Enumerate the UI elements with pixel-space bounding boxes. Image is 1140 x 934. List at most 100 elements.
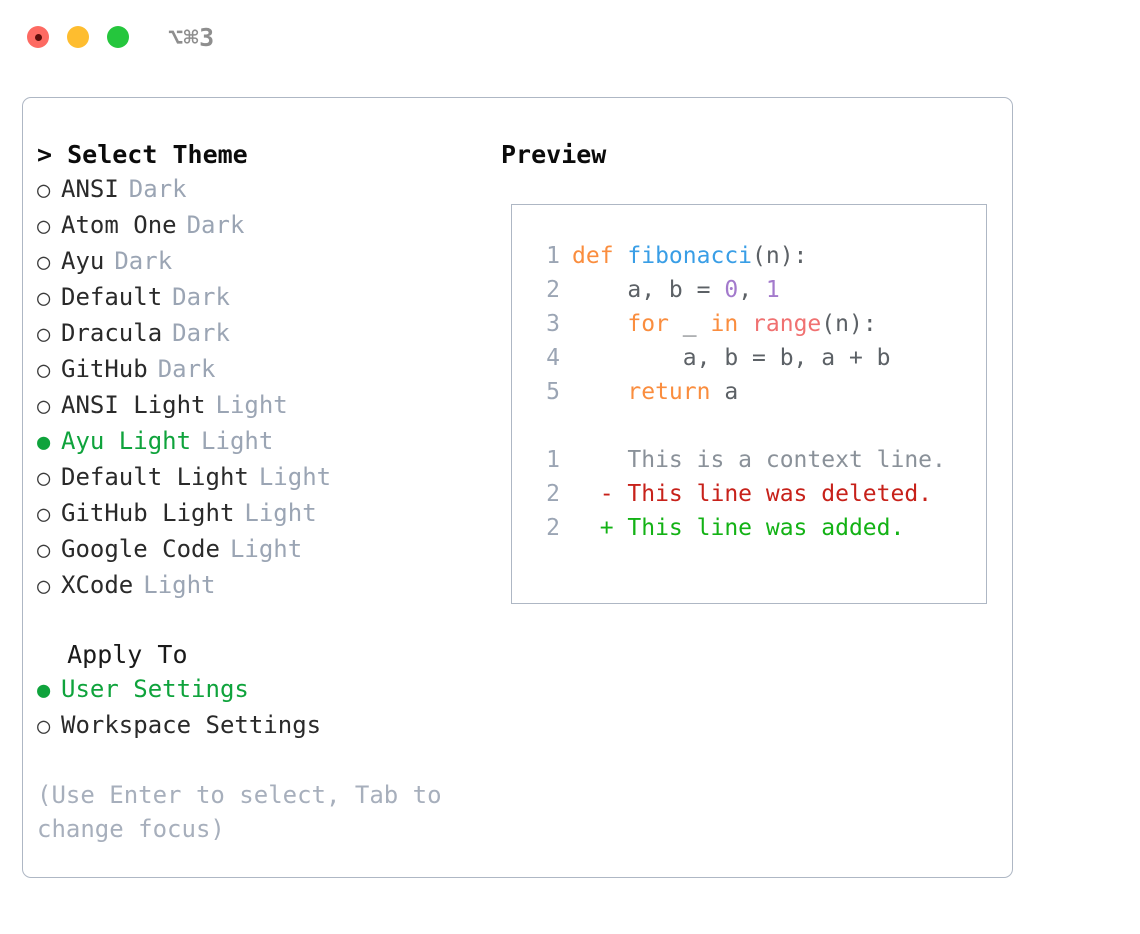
theme-option-2[interactable]: ○ Ayu Dark <box>37 244 477 280</box>
apply-to-option-label: Workspace Settings <box>61 711 322 739</box>
radio-unselected-icon: ○ <box>37 394 51 419</box>
radio-unselected-icon: ○ <box>37 714 51 739</box>
token-call: range <box>752 311 822 337</box>
theme-option-label: Dracula <box>61 319 163 347</box>
theme-option-label: GitHub Light <box>61 499 235 527</box>
theme-option-label: Atom One <box>61 211 177 239</box>
theme-mode-tag: Light <box>229 535 303 563</box>
apply-to-option-1[interactable]: ○ Workspace Settings <box>37 708 477 744</box>
line-number: 1 <box>546 447 560 473</box>
select-theme-header: > Select Theme <box>37 140 248 169</box>
theme-mode-tag: Dark <box>114 247 173 275</box>
diff-text: This is a context line. <box>572 447 946 473</box>
radio-unselected-icon: ○ <box>37 358 51 383</box>
maximize-button[interactable] <box>107 26 129 48</box>
theme-option-7[interactable]: ● Ayu Light Light <box>37 424 477 460</box>
diff-line-add: 2 + This line was added. <box>532 511 946 545</box>
apply-to-option-list[interactable]: ● User Settings ○ Workspace Settings <box>37 672 477 744</box>
token-txt: , <box>738 277 766 303</box>
keyboard-shortcut-label: ⌥⌘3 <box>168 23 215 52</box>
radio-unselected-icon: ○ <box>37 214 51 239</box>
theme-mode-tag: Light <box>143 571 216 599</box>
traffic-lights <box>27 26 129 48</box>
diff-line-ctx: 1 This is a context line. <box>532 443 946 477</box>
code-line-1: 1 def fibonacci(n): <box>532 239 946 273</box>
token-txt: a, b = <box>572 277 725 303</box>
token-txt <box>738 311 752 337</box>
token-kw: in <box>710 311 739 337</box>
theme-option-label: ANSI Light <box>61 391 206 419</box>
apply-to-option-label: User Settings <box>61 675 249 703</box>
apply-to-header: Apply To <box>37 640 188 669</box>
theme-option-1[interactable]: ○ Atom One Dark <box>37 208 477 244</box>
token-punc: (n): <box>752 243 808 269</box>
preview-box: 1 def fibonacci(n): 2 a, b = 0, 1 3 for _ i… <box>511 204 987 604</box>
code-line-3: 3 for _ in range(n): <box>532 307 946 341</box>
token-fn: fibonacci <box>627 243 753 269</box>
line-number: 2 <box>546 481 560 507</box>
token-num: 1 <box>765 277 780 303</box>
theme-option-label: ANSI <box>61 175 119 203</box>
theme-option-label: Ayu <box>61 247 105 275</box>
theme-mode-tag: Dark <box>186 211 245 239</box>
theme-option-label: XCode <box>61 571 134 599</box>
theme-mode-tag: Dark <box>172 319 230 347</box>
token-num: 0 <box>724 277 739 303</box>
radio-selected-icon: ● <box>37 430 51 455</box>
section-spacer <box>37 604 477 638</box>
radio-unselected-icon: ○ <box>37 250 51 275</box>
token-txt: a <box>710 379 739 405</box>
token-txt: _ <box>668 311 711 337</box>
token-txt: a, b = b, a + b <box>572 345 891 371</box>
code-preview: 1 def fibonacci(n): 2 a, b = 0, 1 3 for _ i… <box>532 239 946 545</box>
line-number: 1 <box>546 243 560 269</box>
theme-option-label: Default Light <box>61 463 249 491</box>
line-number: 5 <box>546 379 560 405</box>
theme-option-8[interactable]: ○ Default Light Light <box>37 460 477 496</box>
preview-header: Preview <box>501 140 607 169</box>
theme-option-label: Ayu Light <box>61 427 192 455</box>
theme-option-11[interactable]: ○ XCode Light <box>37 568 477 604</box>
diff-line-del: 2 - This line was deleted. <box>532 477 946 511</box>
theme-mode-tag: Light <box>244 499 317 527</box>
minimize-button[interactable] <box>67 26 89 48</box>
close-button[interactable] <box>27 26 49 48</box>
diff-text: + This line was added. <box>572 515 905 541</box>
preview-divider-gap <box>532 409 946 443</box>
diff-text: - This line was deleted. <box>572 481 933 507</box>
theme-mode-tag: Light <box>201 427 274 455</box>
keyboard-hint-text: (Use Enter to select, Tab to change focu… <box>37 781 457 843</box>
hint-spacer <box>37 744 477 778</box>
radio-selected-icon: ● <box>37 678 51 703</box>
theme-mode-tag: Light <box>258 463 332 491</box>
apply-to-option-0[interactable]: ● User Settings <box>37 672 477 708</box>
radio-unselected-icon: ○ <box>37 502 51 527</box>
theme-option-label: Google Code <box>61 535 220 563</box>
radio-unselected-icon: ○ <box>37 538 51 563</box>
token-kw: for <box>627 311 669 337</box>
radio-unselected-icon: ○ <box>37 178 51 203</box>
line-number: 4 <box>546 345 560 371</box>
theme-option-label: Default <box>61 283 163 311</box>
theme-option-label: GitHub <box>61 355 148 383</box>
theme-option-9[interactable]: ○ GitHub Light Light <box>37 496 477 532</box>
radio-unselected-icon: ○ <box>37 466 51 491</box>
line-number: 2 <box>546 277 560 303</box>
code-line-5: 5 return a <box>532 375 946 409</box>
radio-unselected-icon: ○ <box>37 574 51 599</box>
theme-option-10[interactable]: ○ Google Code Light <box>37 532 477 568</box>
line-number: 2 <box>546 515 560 541</box>
title-bar: ⌥⌘3 <box>0 0 1140 76</box>
token-kw: def <box>572 243 628 269</box>
line-number: 3 <box>546 311 560 337</box>
code-line-4: 4 a, b = b, a + b <box>532 341 946 375</box>
